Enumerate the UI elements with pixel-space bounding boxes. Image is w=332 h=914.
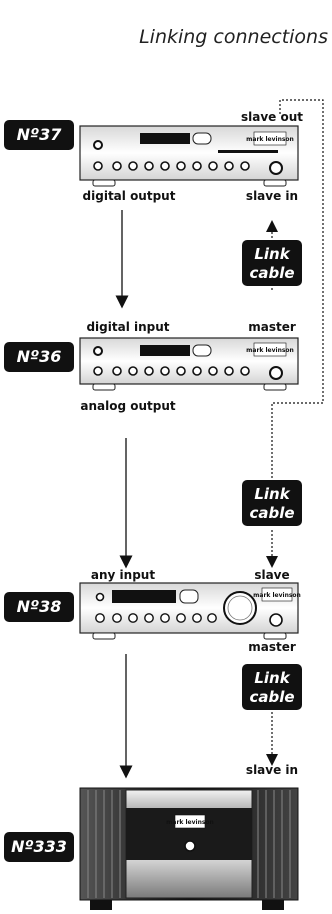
svg-text:mark levinson: mark levinson: [246, 347, 294, 354]
n36-logo: [253, 342, 287, 357]
svg-text:Link: Link: [254, 669, 290, 687]
n38-power-knob: [269, 613, 283, 627]
svg-text:Nº333: Nº333: [11, 837, 67, 856]
device-n36: mark levinson: [79, 337, 299, 391]
svg-text:mark levinson: mark levinson: [253, 592, 301, 599]
link-cable-3: [242, 664, 302, 710]
label-master-n38: master: [248, 640, 296, 654]
n37-foot-right: [263, 179, 287, 187]
n37-display: [140, 133, 190, 144]
device-n333: mark levinson: [79, 787, 299, 910]
n37-foot-left: [92, 179, 116, 187]
n38-display: [112, 590, 176, 603]
n38-volume-knob: [223, 591, 257, 625]
badge-n37: [4, 120, 74, 150]
label-analog-output: analog output: [80, 399, 176, 413]
n37-disc-slot: [218, 150, 278, 153]
link-cable-1: [242, 240, 302, 286]
dotted-link-route: [271, 99, 324, 480]
svg-text:mark levinson: mark levinson: [246, 136, 294, 143]
device-n37: mark levinson: [79, 125, 299, 187]
label-slave-in: slave in: [246, 189, 298, 203]
svg-text:cable: cable: [249, 688, 294, 706]
n36-display: [140, 345, 190, 356]
n333-power-knob: [184, 840, 196, 852]
n333-logo: [174, 814, 206, 829]
device-n38: mark levinson: [79, 582, 301, 640]
page-title: Linking connections: [139, 26, 328, 48]
label-slave-n38: slave: [254, 568, 289, 582]
badge-n333: [4, 832, 74, 862]
label-slave-in-n333: slave in: [246, 763, 298, 777]
label-digital-output: digital output: [83, 189, 176, 203]
label-any-input: any input: [91, 568, 155, 582]
svg-text:cable: cable: [249, 264, 294, 282]
n37-display-button: [192, 132, 212, 145]
label-master-n36: master: [248, 320, 296, 334]
svg-text:mark levinson: mark levinson: [166, 819, 214, 826]
svg-text:cable: cable: [249, 504, 294, 522]
n37-power-knob: [269, 161, 283, 175]
badge-n36: [4, 342, 74, 372]
svg-text:Link: Link: [254, 485, 290, 503]
label-digital-input: digital input: [86, 320, 169, 334]
n36-power-knob: [269, 366, 283, 380]
n333-foot-left: [90, 900, 112, 910]
badge-n38: [4, 592, 74, 622]
svg-text:Link: Link: [254, 245, 290, 263]
n38-logo: [261, 587, 293, 602]
svg-text:Nº38: Nº38: [17, 597, 62, 616]
n37-logo: [253, 131, 287, 146]
link-cable-2: [242, 480, 302, 526]
n333-foot-right: [262, 900, 284, 910]
label-slave-out: slave out: [241, 110, 303, 124]
svg-text:Nº37: Nº37: [17, 125, 63, 144]
svg-text:Nº36: Nº36: [17, 347, 62, 366]
